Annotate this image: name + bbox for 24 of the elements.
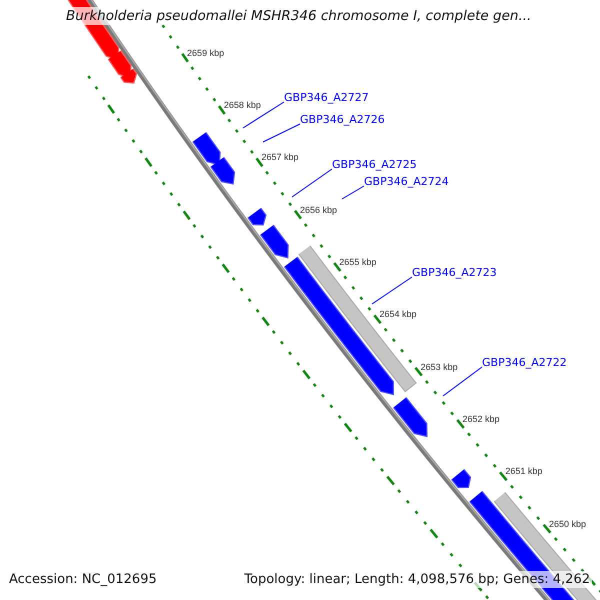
- scale-label: 2657 kbp: [261, 152, 298, 164]
- accession-text: Accession: NC_012695: [9, 572, 157, 587]
- leader-line: [292, 168, 332, 198]
- scale-label: 2652 kbp: [462, 414, 500, 425]
- gene-label: GBP346_A2727: [284, 91, 369, 105]
- gene-label: GBP346_A2723: [412, 266, 497, 280]
- leader-line: [342, 186, 364, 200]
- scale-label: 2655 kbp: [339, 256, 376, 268]
- scale-label: 2656 kbp: [300, 204, 337, 216]
- scale-label: 2658 kbp: [224, 100, 261, 112]
- leader-line: [372, 276, 412, 304]
- scale-label: 2651 kbp: [505, 466, 542, 478]
- scale-label: 2654 kbp: [380, 309, 417, 320]
- scale-label: 2659 kbp: [187, 48, 224, 59]
- gene-label: GBP346_A2726: [300, 113, 385, 127]
- gene-label: GBP346_A2724: [364, 175, 449, 189]
- leader-line: [262, 124, 300, 142]
- scale-label: 2653 kbp: [420, 362, 458, 373]
- leader-line: [242, 102, 284, 128]
- summary-text: Topology: linear; Length: 4,098,576 bp; Genes: 4,262: [242, 571, 592, 588]
- gene-label: GBP346_A2722: [482, 356, 567, 370]
- gene-label: GBP346_A2725: [332, 158, 417, 172]
- scale-label: 2650 kbp: [549, 518, 586, 530]
- leader-line: [442, 366, 482, 396]
